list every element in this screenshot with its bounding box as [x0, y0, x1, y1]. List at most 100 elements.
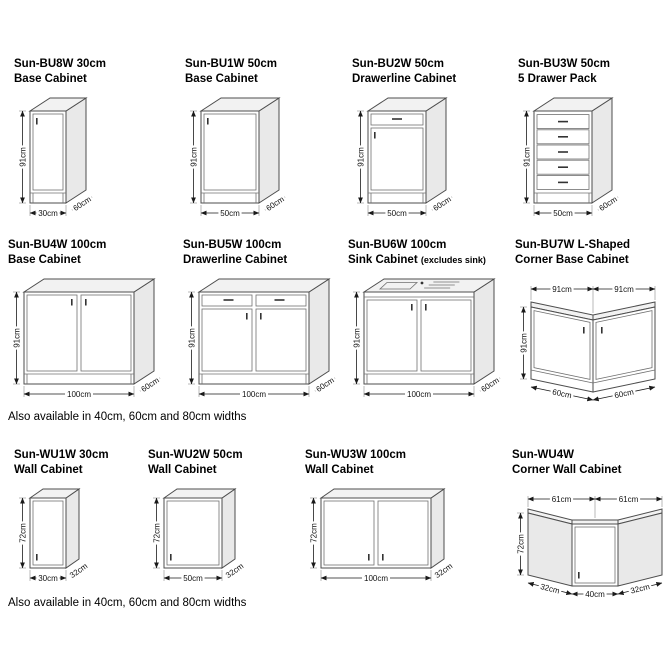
door-handle: [170, 553, 172, 561]
cabinet-code: Sun-BU6W 100cm: [348, 239, 447, 251]
cabinet-name: Sink Cabinet: [348, 253, 418, 266]
dimension-label: 30cm: [36, 573, 60, 583]
drawer-handle: [558, 135, 568, 138]
cabinet-name: Wall Cabinet: [14, 463, 83, 476]
svg-text:60cm: 60cm: [614, 387, 635, 400]
svg-text:100cm: 100cm: [407, 390, 431, 399]
door-handle: [85, 298, 87, 306]
cabinet-front: [163, 497, 223, 569]
drawer-handle: [392, 118, 402, 120]
cabinet-front: [571, 523, 619, 587]
cabinet-side: [258, 96, 280, 204]
cabinet-front-right: [592, 306, 656, 393]
svg-text:50cm: 50cm: [220, 209, 240, 218]
svg-text:50cm: 50cm: [553, 209, 573, 218]
cabinet-side-right: [617, 512, 663, 587]
door-panel: [203, 113, 257, 191]
cabinet-front: [29, 110, 67, 204]
door-panel: [370, 127, 424, 191]
dimension-label: 100cm: [362, 573, 390, 583]
drawer-handle: [558, 181, 568, 184]
cabinet-front: [533, 110, 593, 204]
door-panel: [32, 500, 64, 566]
availability-note-base: Also available in 40cm, 60cm and 80cm wi…: [8, 411, 247, 423]
cabinet-front: [363, 291, 475, 385]
svg-text:72cm: 72cm: [309, 523, 318, 543]
door-handle: [36, 553, 38, 561]
drawer-handle: [558, 120, 568, 123]
dimension-label: 32cm: [537, 581, 563, 596]
door-handle: [583, 326, 585, 334]
cabinet-side: [65, 96, 87, 204]
svg-text:91cm: 91cm: [18, 147, 27, 167]
cabinet-front: [200, 110, 260, 204]
cabinet-code: Sun-WU4W: [512, 449, 574, 461]
door-handle: [382, 553, 384, 561]
dimension-label: 100cm: [240, 389, 268, 399]
cabinet-front: [367, 110, 427, 204]
drawer-front: [201, 294, 253, 307]
svg-text:91cm: 91cm: [187, 328, 196, 348]
svg-text:91cm: 91cm: [12, 328, 21, 348]
dimension-label: 91cm: [518, 331, 528, 355]
door-panel: [574, 526, 616, 584]
svg-text:91cm: 91cm: [522, 147, 531, 167]
drawer-handle: [223, 299, 234, 301]
cabinet-code: Sun-BU5W 100cm: [183, 239, 282, 251]
dimension-label: 60cm: [611, 386, 637, 401]
cabinet-title: Sun-WU4W Corner Wall Cabinet: [512, 448, 670, 478]
svg-text:60cm: 60cm: [551, 387, 572, 400]
cabinet-name: Wall Cabinet: [305, 463, 374, 476]
door-panel: [32, 113, 64, 191]
door-handle: [368, 553, 370, 561]
cabinet-name: Corner Wall Cabinet: [512, 463, 622, 476]
cabinet-side: [221, 487, 236, 569]
dimension-label: 50cm: [181, 573, 205, 583]
dimension-label: 30cm: [36, 208, 60, 218]
cabinet-name: Drawerline Cabinet: [183, 253, 288, 266]
svg-text:30cm: 30cm: [38, 574, 58, 583]
svg-text:72cm: 72cm: [516, 534, 525, 554]
availability-note-wall: Also available in 40cm, 60cm and 80cm wi…: [8, 597, 247, 609]
dimension-label: 91cm: [521, 145, 531, 169]
svg-text:91cm: 91cm: [356, 147, 365, 167]
dimension-label: 72cm: [151, 521, 161, 545]
drawer-handle: [558, 151, 568, 153]
sink-bowl: [378, 281, 419, 290]
cabinet-top: [22, 278, 156, 293]
cabinet-name: Wall Cabinet: [148, 463, 217, 476]
cabinet-code: Sun-BU3W 50cm: [518, 58, 611, 70]
cabinet-name: 5 Drawer Pack: [518, 72, 597, 85]
drawer-front: [536, 174, 590, 190]
door-handle: [601, 326, 603, 334]
drawer-handle: [558, 166, 568, 168]
cabinet-code: Sun-BU8W 30cm: [14, 58, 107, 70]
door-panel: [26, 294, 78, 372]
drawer-front: [536, 159, 590, 175]
dimension-label: 91cm: [188, 145, 198, 169]
drawer-front: [255, 294, 307, 307]
dimension-label: 72cm: [308, 521, 318, 545]
dimension-label: 50cm: [385, 208, 409, 218]
drawer-front: [370, 113, 424, 126]
drawer-handle: [274, 299, 285, 301]
svg-text:61cm: 61cm: [619, 495, 639, 504]
cabinet-side: [473, 277, 495, 385]
cabinet-code: Sun-WU1W 30cm: [14, 449, 109, 461]
